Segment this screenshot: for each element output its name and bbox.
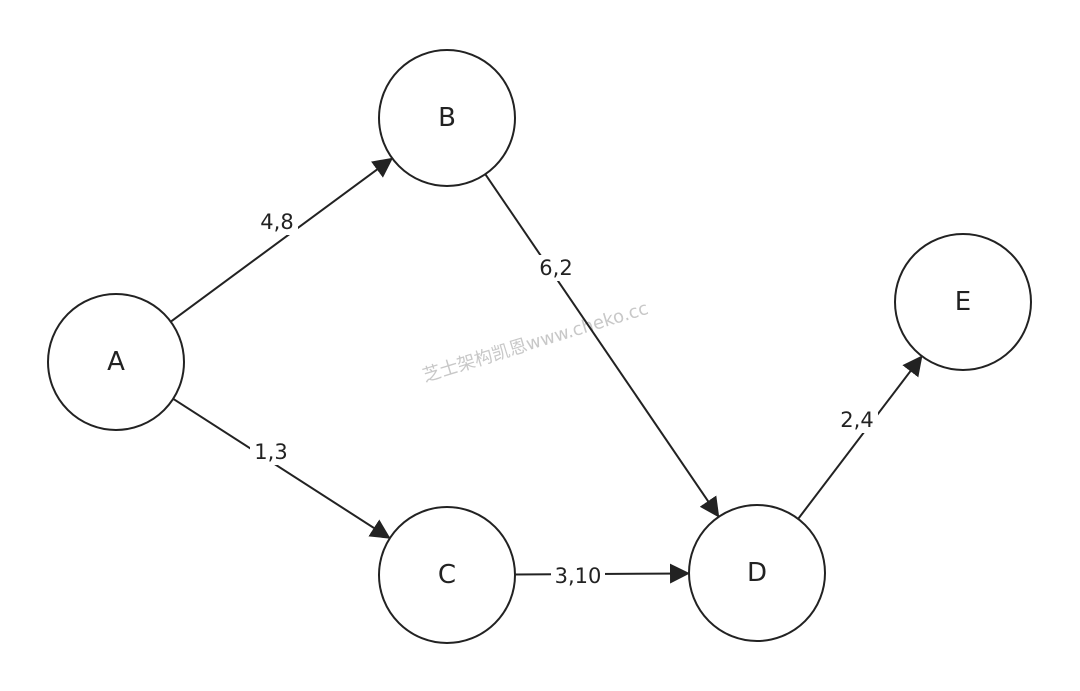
node-circle <box>894 233 1032 371</box>
edge-b-d: 6,2 <box>484 173 720 518</box>
node-d: D <box>688 504 826 642</box>
edge-label-background <box>551 563 605 589</box>
edge-label-background <box>535 255 577 281</box>
node-circle <box>47 293 185 431</box>
node-a: A <box>47 293 185 431</box>
edge-label: 1,3 <box>254 440 287 464</box>
node-b: B <box>378 49 516 187</box>
edge-d-e: 2,4 <box>797 355 923 520</box>
node-e: E <box>894 233 1032 371</box>
node-label: B <box>438 103 456 133</box>
node-circle <box>688 504 826 642</box>
edge-label-background <box>256 209 298 235</box>
node-label: A <box>107 347 125 377</box>
watermark: 芝士架构凯恩www.cheko.cc <box>420 298 650 387</box>
node-circle <box>378 49 516 187</box>
node-label: E <box>955 287 971 317</box>
node-label: C <box>438 560 456 590</box>
edge-c-d: 3,10 <box>514 563 691 589</box>
edge-arrow <box>797 355 923 520</box>
edge-arrow <box>170 157 394 323</box>
edge-label: 2,4 <box>840 408 873 432</box>
edge-label: 6,2 <box>539 256 572 280</box>
node-circle <box>378 506 516 644</box>
node-label: D <box>747 558 767 588</box>
edge-label-background <box>250 439 292 465</box>
edge-a-b: 4,8 <box>170 157 394 323</box>
edge-arrow <box>484 173 720 518</box>
edge-label-background <box>836 407 878 433</box>
edge-a-c: 1,3 <box>172 397 391 539</box>
edge-label: 3,10 <box>555 564 602 588</box>
edge-arrow <box>172 397 391 539</box>
node-c: C <box>378 506 516 644</box>
edge-label: 4,8 <box>260 210 293 234</box>
